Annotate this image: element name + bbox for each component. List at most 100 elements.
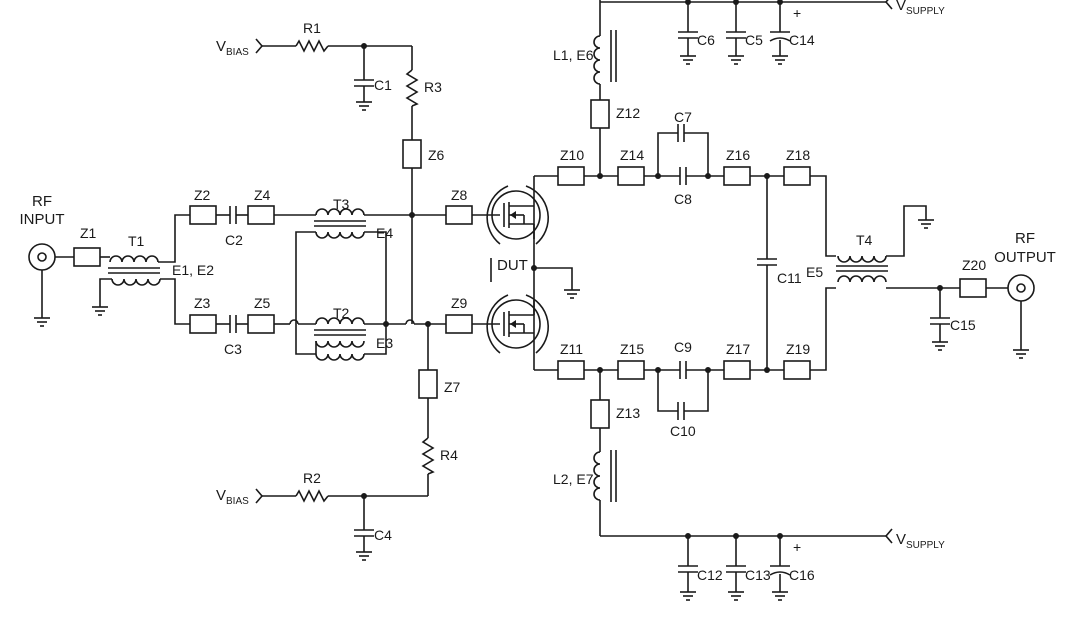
c2-label: C2 — [225, 232, 243, 248]
z1-element — [73, 247, 101, 267]
r3-resistor — [406, 69, 418, 107]
c4-label: C4 — [374, 527, 392, 543]
z20-element — [959, 278, 987, 298]
t4-winding — [837, 255, 887, 263]
z13-element — [590, 399, 610, 429]
e3-winding — [315, 353, 365, 361]
ground-icon — [931, 341, 949, 351]
vbias-top-arrow-icon[interactable] — [255, 38, 263, 54]
ground-icon — [91, 306, 109, 316]
r4-label: R4 — [440, 447, 458, 463]
c12-capacitor — [677, 533, 699, 601]
vsupply-bottom-arrow-icon[interactable] — [885, 528, 893, 544]
t3-label: T3 — [333, 196, 350, 212]
z1-label: Z1 — [80, 225, 97, 241]
z6-label: Z6 — [428, 147, 445, 163]
c8-capacitor — [679, 166, 687, 186]
rf-input-label: RF — [32, 193, 52, 210]
z18-label: Z18 — [786, 147, 810, 163]
dut-label: DUT — [497, 257, 528, 274]
l1-e6-label: L1, E6 — [553, 47, 594, 63]
rf-output-connector[interactable] — [1007, 274, 1035, 302]
z7-element — [418, 369, 438, 399]
z14-label: Z14 — [620, 147, 644, 163]
c15-label: C15 — [950, 317, 976, 333]
c16-plus: + — [793, 539, 801, 555]
c1-label: C1 — [374, 77, 392, 93]
z3-element — [189, 314, 217, 334]
ground-icon — [355, 551, 373, 561]
c14-capacitor — [769, 0, 791, 65]
c9-capacitor — [679, 360, 687, 380]
z13-label: Z13 — [616, 405, 640, 421]
vsupply-top-label: VSUPPLY — [896, 0, 945, 17]
c14-label: C14 — [789, 32, 815, 48]
c16-label: C16 — [789, 567, 815, 583]
z2-element — [189, 205, 217, 225]
ground-icon — [355, 101, 373, 111]
z5-element — [247, 314, 275, 334]
z4-label: Z4 — [254, 187, 271, 203]
z17-element — [723, 360, 751, 380]
z20-label: Z20 — [962, 257, 986, 273]
z10-element — [557, 166, 585, 186]
e3-label: E3 — [376, 335, 393, 351]
z6-element — [402, 139, 422, 169]
r2-label: R2 — [303, 470, 321, 486]
c13-capacitor — [725, 533, 747, 601]
l1-inductor — [593, 35, 601, 85]
c6-capacitor — [677, 0, 699, 65]
z10-label: Z10 — [560, 147, 584, 163]
z2-label: Z2 — [194, 187, 211, 203]
ground-icon — [917, 219, 935, 229]
c7-label: C7 — [674, 109, 692, 125]
z4-element — [247, 205, 275, 225]
c13-label: C13 — [745, 567, 771, 583]
c6-label: C6 — [697, 32, 715, 48]
t4-label: T4 — [856, 232, 873, 248]
r3-label: R3 — [424, 79, 442, 95]
c15-capacitor — [929, 317, 951, 325]
t1-label: T1 — [128, 233, 145, 249]
ground-icon — [1012, 349, 1030, 359]
ground-icon — [33, 317, 51, 327]
vbias-bottom-arrow-icon[interactable] — [255, 488, 263, 504]
c5-capacitor — [725, 0, 747, 65]
rf-input-connector[interactable] — [28, 243, 56, 271]
rf-output-label-2: OUTPUT — [994, 249, 1056, 266]
z19-element — [783, 360, 811, 380]
c2-capacitor — [229, 205, 237, 225]
c4-capacitor — [353, 529, 375, 537]
e1-e2-label: E1, E2 — [172, 262, 214, 278]
vsupply-top-arrow-icon[interactable] — [885, 0, 893, 10]
c7-capacitor — [677, 123, 685, 143]
c8-label: C8 — [674, 191, 692, 207]
vbias-top-label: VBIAS — [216, 38, 249, 58]
z14-element — [617, 166, 645, 186]
z9-label: Z9 — [451, 295, 468, 311]
z17-label: Z17 — [726, 341, 750, 357]
c5-label: C5 — [745, 32, 763, 48]
t3-winding-2 — [315, 231, 365, 239]
z16-label: Z16 — [726, 147, 750, 163]
t4-winding-2 — [837, 275, 887, 283]
l2-e7-label: L2, E7 — [553, 471, 594, 487]
vbias-bottom-label: VBIAS — [216, 487, 249, 507]
z18-element — [783, 166, 811, 186]
vsupply-bottom-label: VSUPPLY — [896, 531, 945, 551]
z12-label: Z12 — [616, 105, 640, 121]
t1-winding — [109, 255, 159, 263]
c16-capacitor — [769, 533, 791, 601]
c10-label: C10 — [670, 423, 696, 439]
c1-capacitor — [353, 79, 375, 87]
rf-output-label: RF — [1015, 230, 1035, 247]
z16-element — [723, 166, 751, 186]
t1-winding-2 — [111, 278, 161, 286]
z15-label: Z15 — [620, 341, 644, 357]
r1-resistor — [295, 40, 329, 52]
c3-label: C3 — [224, 341, 242, 357]
rf-input-label-2: INPUT — [20, 211, 65, 228]
l2-inductor — [593, 451, 601, 501]
z9-element — [445, 314, 473, 334]
